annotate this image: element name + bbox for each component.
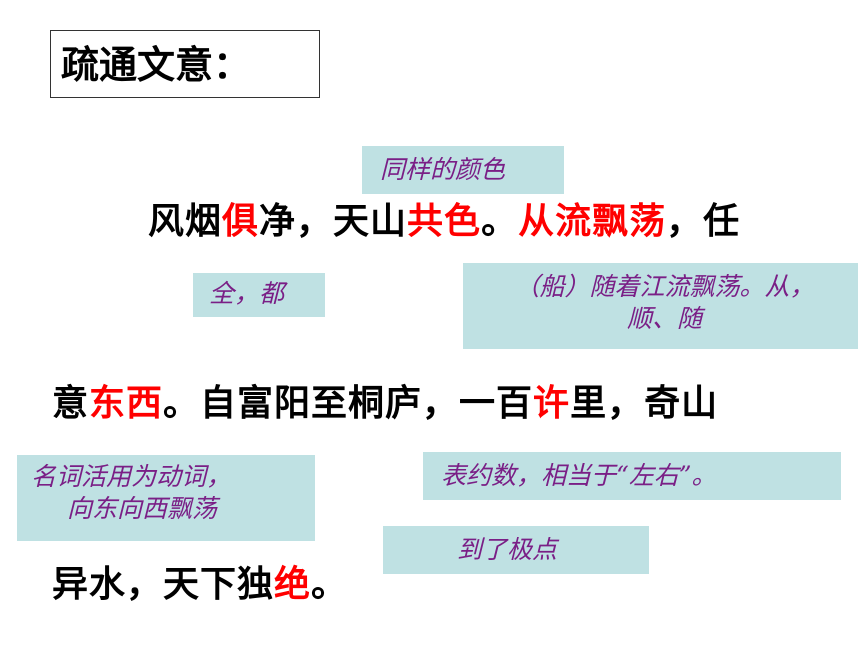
note-extreme: 到了极点: [383, 526, 649, 574]
note-approx-number-text: 表约数，相当于“左右”。: [441, 461, 717, 490]
highlight-jue: 绝: [274, 564, 312, 605]
highlight-gongse: 共色: [407, 201, 482, 242]
note-noun-as-verb: 名词活用为动词， 向东向西飘荡: [17, 455, 315, 541]
note-same-color-text: 同样的颜色: [380, 155, 506, 184]
text-segment: ，任: [666, 201, 741, 242]
text-segment: 。自富阳至桐庐，一百: [163, 383, 534, 424]
note-same-color: 同样的颜色: [362, 146, 564, 194]
text-segment: 风烟: [148, 201, 223, 242]
text-segment: 里，奇山: [570, 383, 719, 424]
note-noun-as-verb-line-2: 向东向西飘荡: [67, 494, 218, 523]
page-title: 疏通文意：: [50, 30, 320, 98]
note-boat-drift-line-1: （船）随着江流飘荡。从，: [514, 272, 815, 301]
note-boat-drift-line-2: 顺、随: [626, 304, 702, 333]
text-segment: 意: [52, 383, 90, 424]
text-segment: 净，天山: [259, 201, 408, 242]
text-segment: 。: [311, 564, 349, 605]
text-line-3: 异水，天下独绝。: [52, 563, 348, 607]
note-all-text: 全，都: [209, 279, 285, 308]
note-extreme-text: 到了极点: [457, 535, 558, 564]
highlight-dongxi: 东西: [89, 383, 164, 424]
text-segment: 。: [481, 201, 519, 242]
highlight-xu: 许: [533, 383, 571, 424]
text-segment: 异水，天下独: [52, 564, 275, 605]
note-approx-number: 表约数，相当于“左右”。: [423, 452, 841, 500]
note-all: 全，都: [193, 273, 325, 317]
highlight-ju: 俱: [222, 201, 260, 242]
note-noun-as-verb-line-1: 名词活用为动词，: [31, 462, 232, 491]
note-boat-drift: （船）随着江流飘荡。从， 顺、随: [463, 263, 858, 349]
highlight-congliupiaodang: 从流飘荡: [518, 201, 667, 242]
text-line-2: 意东西。自富阳至桐庐，一百许里，奇山: [52, 382, 718, 426]
text-line-1: 风烟俱净，天山共色。从流飘荡，任: [148, 200, 740, 244]
